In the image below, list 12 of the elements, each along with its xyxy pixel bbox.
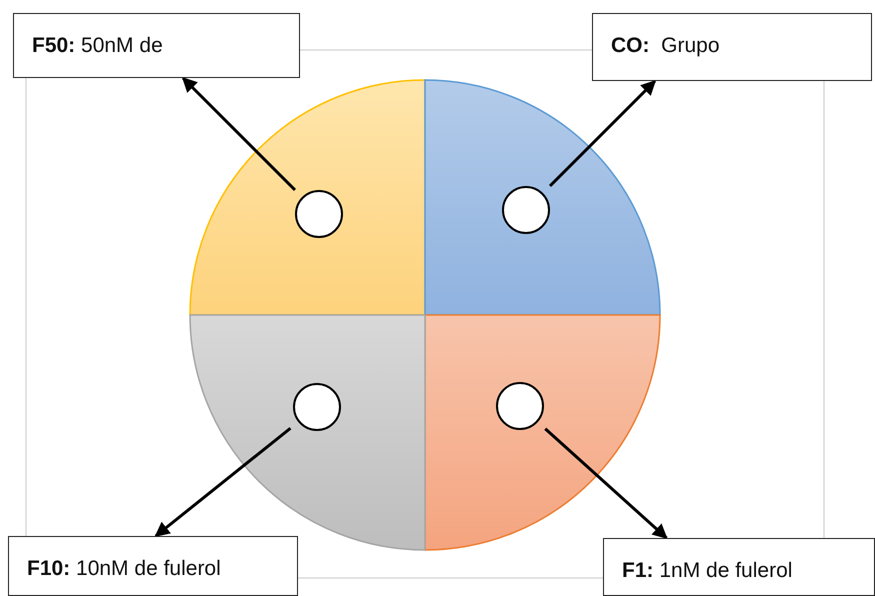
label-box	[603, 538, 875, 596]
label-box	[8, 536, 298, 596]
group-label: F50: 50nM de	[32, 34, 163, 58]
group-label: F1: 1nM de fulerol	[622, 559, 792, 583]
arrow	[544, 428, 668, 540]
arrow	[548, 80, 656, 188]
group-label: CO: Grupo	[611, 34, 720, 58]
arrow	[154, 427, 292, 538]
label-box	[13, 13, 300, 78]
label-box	[592, 13, 872, 81]
group-label: F10: 10nM de fulerol	[27, 557, 221, 581]
arrow	[182, 76, 296, 192]
